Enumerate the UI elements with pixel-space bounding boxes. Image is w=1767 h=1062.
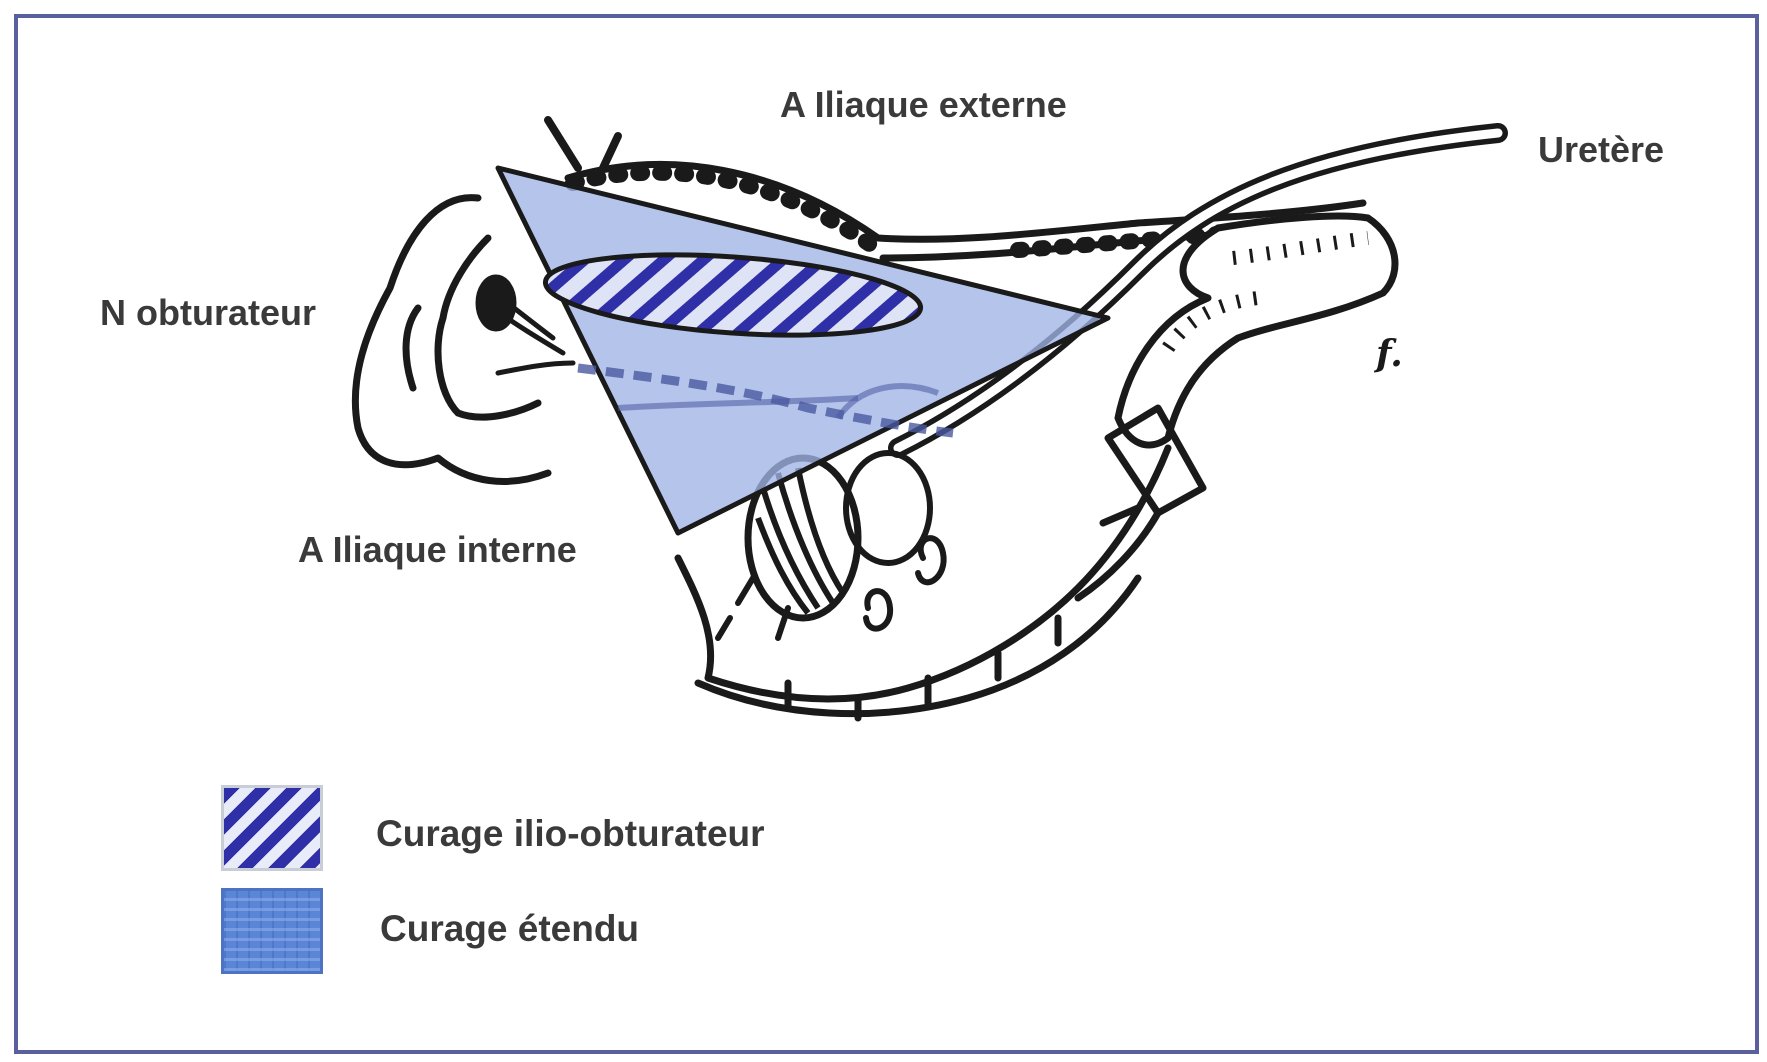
label-f-mark: f.	[1376, 336, 1403, 372]
legend-swatch-solid	[221, 888, 323, 974]
legend-label-ilio-obturator: Curage ilio-obturateur	[376, 815, 765, 852]
label-iliac-external: A Iliaque externe	[780, 87, 1067, 123]
legend-swatch-stripes	[221, 785, 323, 871]
label-ureter: Uretère	[1538, 132, 1664, 168]
label-iliac-internal: A Iliaque interne	[298, 532, 577, 568]
diagram-frame: A Iliaque externe Uretère N obturateur A…	[14, 14, 1759, 1054]
legend-label-extended: Curage étendu	[380, 910, 639, 947]
vessel-stubs	[548, 120, 618, 168]
pelvic-bone	[355, 198, 548, 482]
label-obturator-nerve: N obturateur	[100, 295, 316, 331]
